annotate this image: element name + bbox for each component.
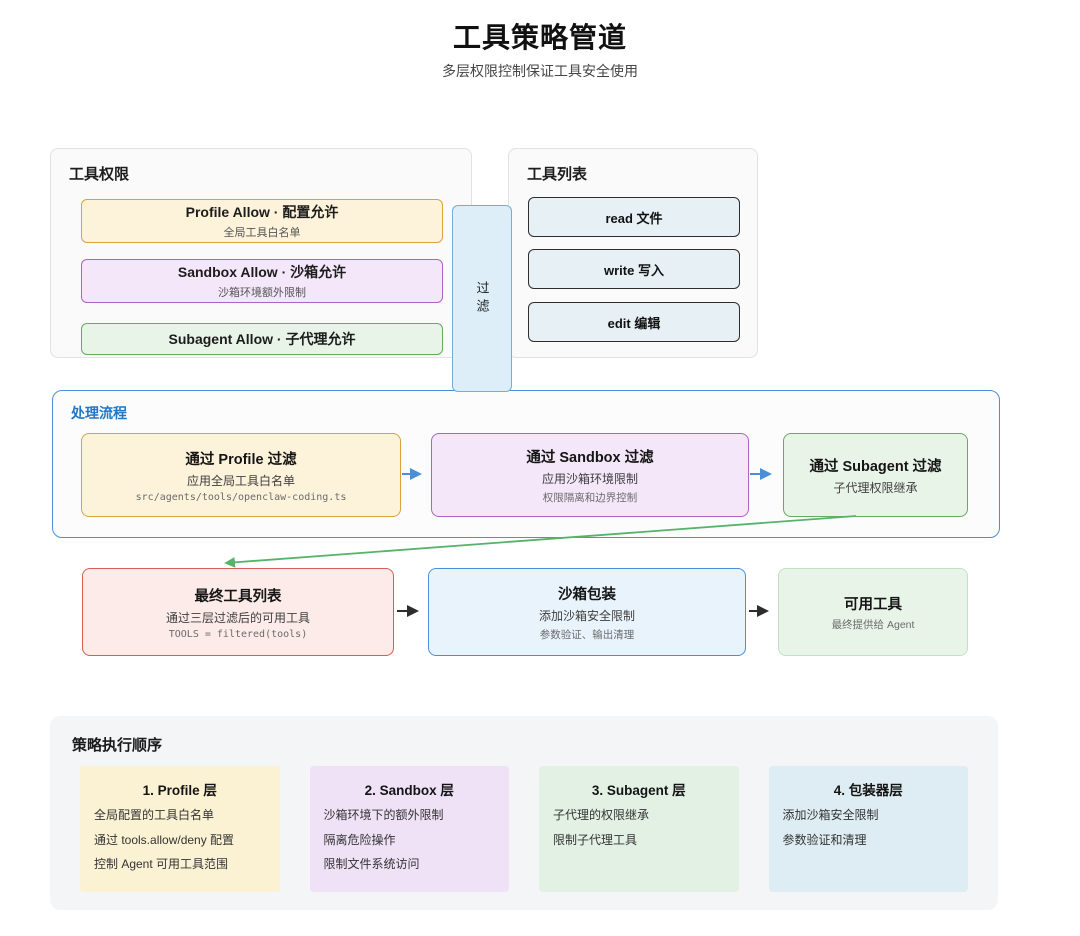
policy-item: 限制文件系统访问 [323,857,420,872]
step-title: 通过 Sandbox 过滤 [526,449,654,466]
tool-permissions-panel: 工具权限 Profile Allow · 配置允许 全局工具白名单 Sandbo… [50,148,472,358]
step-title: 通过 Subagent 过滤 [809,458,942,475]
policy-col-title: 2. Sandbox 层 [364,783,454,798]
profile-allow-title: Profile Allow · 配置允许 [185,204,339,220]
policy-item: 子代理的权限继承 [553,808,650,822]
tool-write-box: write 写入 [528,249,740,289]
page-title: 工具策略管道 [452,22,627,53]
profile-allow-box: Profile Allow · 配置允许 全局工具白名单 [81,199,443,243]
policy-col-sandbox: 2. Sandbox 层 沙箱环境下的额外限制 隔离危险操作 限制文件系统访问 [309,766,509,892]
step-title: 通过 Profile 过滤 [185,451,297,468]
result-title: 可用工具 [844,596,902,613]
policy-col-profile: 1. Profile 层 全局配置的工具白名单 通过 tools.allow/d… [80,766,280,892]
sandbox-allow-subtitle: 沙箱环境额外限制 [218,287,306,299]
policy-item: 控制 Agent 可用工具范围 [94,857,229,872]
sandbox-allow-title: Sandbox Allow · 沙箱允许 [177,264,347,280]
policy-col-title: 4. 包装器层 [833,783,903,798]
policy-item: 全局配置的工具白名单 [94,808,215,822]
policy-columns: 1. Profile 层 全局配置的工具白名单 通过 tools.allow/d… [80,766,968,892]
policy-item: 通过 tools.allow/deny 配置 [94,832,235,847]
page-subtitle: 多层权限控制保证工具安全使用 [442,63,638,79]
final-tool-list-box: 最终工具列表 通过三层过滤后的可用工具 TOOLS = filtered(too… [82,568,394,656]
policy-item: 参数验证和清理 [782,832,867,847]
tool-list-panel: 工具列表 read 文件 write 写入 edit 编辑 [508,148,758,358]
policy-item: 隔离危险操作 [323,832,396,847]
filter-connector-label: 过滤 [474,280,490,317]
policy-order-panel: 策略执行顺序 1. Profile 层 全局配置的工具白名单 通过 tools.… [50,716,998,910]
step-profile-filter: 通过 Profile 过滤 应用全局工具白名单 src/agents/tools… [81,433,401,517]
tool-permissions-title: 工具权限 [69,166,130,183]
policy-item: 沙箱环境下的额外限制 [323,808,444,822]
step-source-path: src/agents/tools/openclaw-coding.ts [135,491,347,503]
policy-col-subagent: 3. Subagent 层 子代理的权限继承 限制子代理工具 [539,766,739,892]
filter-connector-box: 过滤 [452,205,512,392]
policy-order-title: 策略执行顺序 [72,737,163,754]
available-tools-box: 可用工具 最终提供给 Agent [778,568,968,656]
policy-col-title: 3. Subagent 层 [591,783,686,798]
step-subagent-filter: 通过 Subagent 过滤 子代理权限继承 [783,433,968,517]
step-sandbox-filter: 通过 Sandbox 过滤 应用沙箱环境限制 权限隔离和边界控制 [431,433,749,517]
tool-list-title: 工具列表 [527,166,588,183]
result-title: 最终工具列表 [194,588,282,605]
subagent-allow-title: Subagent Allow · 子代理允许 [168,331,356,347]
sandbox-allow-box: Sandbox Allow · 沙箱允许 沙箱环境额外限制 [81,259,443,303]
result-desc: 添加沙箱安全限制 [538,608,635,623]
sandbox-wrap-box: 沙箱包装 添加沙箱安全限制 参数验证、输出清理 [428,568,746,656]
tool-edit-box: edit 编辑 [528,302,740,342]
result-note: 参数验证、输出清理 [539,628,635,641]
result-title: 沙箱包装 [558,586,616,603]
policy-item: 添加沙箱安全限制 [782,808,879,822]
profile-allow-subtitle: 全局工具白名单 [223,227,301,239]
step-note: 权限隔离和边界控制 [542,491,638,504]
subagent-allow-box: Subagent Allow · 子代理允许 [81,323,443,355]
tool-read-box: read 文件 [528,197,740,237]
step-desc: 应用全局工具白名单 [186,473,295,488]
policy-col-title: 1. Profile 层 [142,783,217,798]
result-note: 最终提供给 Agent [831,618,915,631]
result-desc: 通过三层过滤后的可用工具 [165,610,310,625]
step-desc: 应用沙箱环境限制 [541,471,638,486]
process-flow-panel: 处理流程 通过 Profile 过滤 应用全局工具白名单 src/agents/… [52,390,1000,538]
step-desc: 子代理权限继承 [833,480,918,495]
policy-col-wrapper: 4. 包装器层 添加沙箱安全限制 参数验证和清理 [768,766,968,892]
process-flow-title: 处理流程 [71,405,127,421]
policy-item: 限制子代理工具 [553,832,638,847]
result-code-note: TOOLS = filtered(tools) [168,628,308,640]
